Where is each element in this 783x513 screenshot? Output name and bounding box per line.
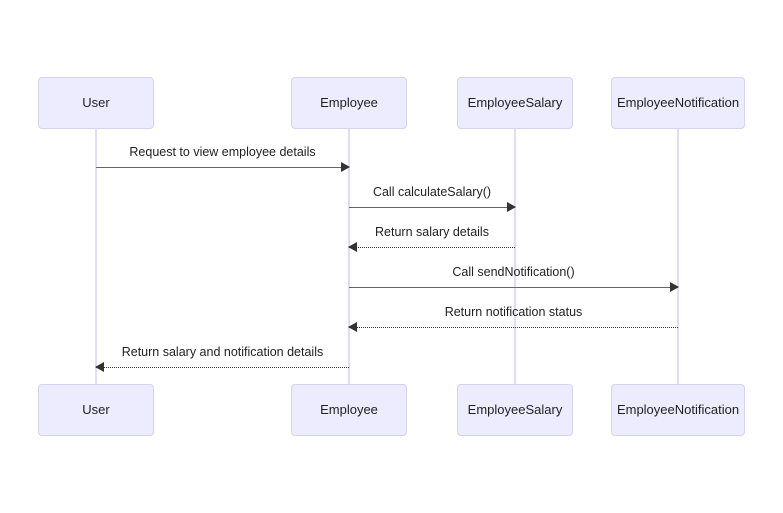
participant-label: EmployeeSalary bbox=[467, 95, 563, 111]
participant-bottom-employee-notification[interactable]: EmployeeNotification bbox=[611, 384, 745, 436]
participant-label: EmployeeNotification bbox=[616, 95, 740, 111]
arrowhead-left-icon bbox=[348, 242, 357, 252]
message-label: Request to view employee details bbox=[129, 145, 316, 159]
lifeline-employee-notification bbox=[677, 129, 679, 385]
arrowhead-left-icon bbox=[348, 322, 357, 332]
participant-bottom-employee-salary[interactable]: EmployeeSalary bbox=[457, 384, 573, 436]
participant-label: User bbox=[82, 95, 110, 111]
participant-top-employee-notification[interactable]: EmployeeNotification bbox=[611, 77, 745, 129]
arrowhead-right-icon bbox=[670, 282, 679, 292]
message-line bbox=[96, 167, 349, 168]
participant-label: Employee bbox=[320, 402, 378, 418]
message-label: Return notification status bbox=[444, 305, 583, 319]
participant-label: EmployeeSalary bbox=[467, 402, 563, 418]
arrowhead-right-icon bbox=[507, 202, 516, 212]
lifeline-employee bbox=[348, 129, 350, 385]
message-line bbox=[349, 327, 678, 328]
participant-label: EmployeeNotification bbox=[616, 402, 740, 418]
participant-label: Employee bbox=[320, 95, 378, 111]
message-line bbox=[96, 367, 349, 368]
participant-label: User bbox=[82, 402, 110, 418]
message-label: Return salary details bbox=[375, 225, 489, 239]
participant-top-employee-salary[interactable]: EmployeeSalary bbox=[457, 77, 573, 129]
participant-bottom-employee[interactable]: Employee bbox=[291, 384, 407, 436]
message-line bbox=[349, 207, 515, 208]
arrowhead-right-icon bbox=[341, 162, 350, 172]
message-label: Call sendNotification() bbox=[452, 265, 575, 279]
participant-top-user[interactable]: User bbox=[38, 77, 154, 129]
participant-bottom-user[interactable]: User bbox=[38, 384, 154, 436]
message-line bbox=[349, 247, 515, 248]
arrowhead-left-icon bbox=[95, 362, 104, 372]
lifeline-user bbox=[95, 129, 97, 385]
message-line bbox=[349, 287, 678, 288]
message-label: Return salary and notification details bbox=[121, 345, 324, 359]
participant-top-employee[interactable]: Employee bbox=[291, 77, 407, 129]
message-label: Call calculateSalary() bbox=[372, 185, 492, 199]
lifeline-employee-salary bbox=[514, 129, 516, 385]
